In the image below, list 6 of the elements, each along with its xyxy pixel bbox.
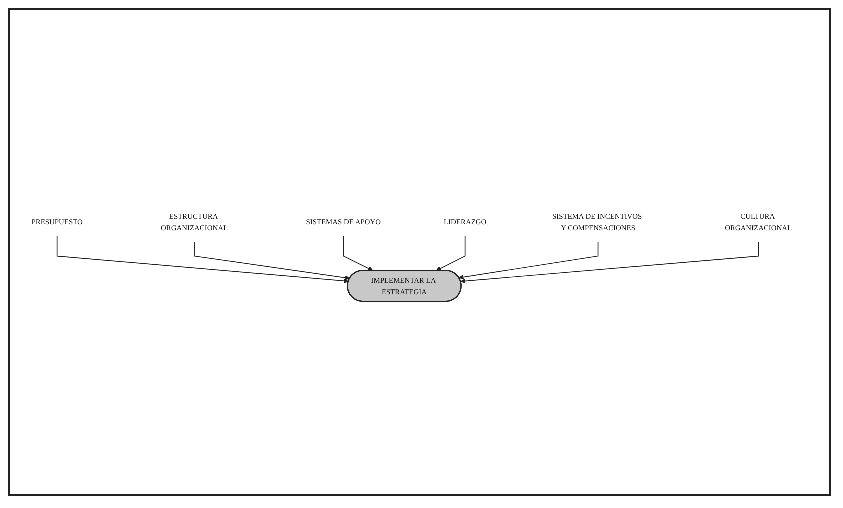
arrow	[343, 236, 374, 272]
arrow	[460, 242, 759, 284]
arrow	[436, 236, 466, 272]
arrow	[194, 242, 350, 280]
arrow	[56, 236, 349, 284]
arrow	[458, 242, 599, 280]
